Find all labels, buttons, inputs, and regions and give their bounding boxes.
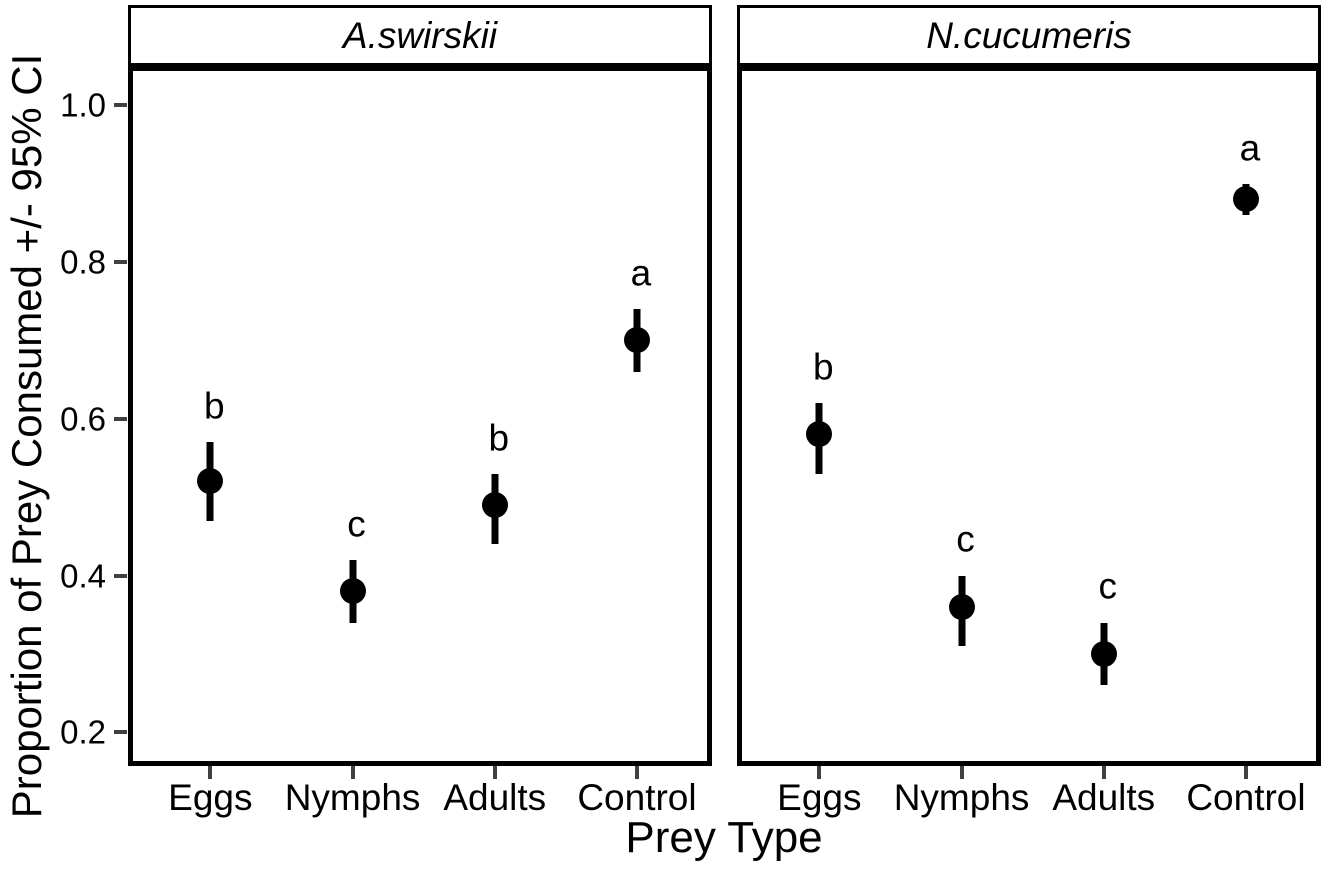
data-point [623, 327, 650, 354]
x-tick-label: Control [577, 777, 697, 818]
sig-letter: b [488, 417, 510, 459]
y-tick-mark [114, 416, 127, 421]
x-tick-label: Adults [443, 777, 547, 818]
x-tick-mark [1243, 766, 1248, 779]
data-point [948, 593, 975, 620]
x-tick-mark [492, 766, 497, 779]
x-tick-mark [350, 766, 355, 779]
data-point [197, 468, 224, 495]
x-tick-label: Eggs [777, 777, 862, 818]
y-axis-title: Proportion of Prey Consumed +/- 95% CI [3, 53, 50, 819]
facet-strip: A.swirskii [128, 5, 712, 66]
data-point [1232, 186, 1259, 213]
plot-panel [128, 66, 712, 766]
x-tick-mark [959, 766, 964, 779]
x-tick-label: Eggs [168, 777, 253, 818]
sig-letter: c [1098, 565, 1118, 607]
y-tick-mark [114, 259, 127, 264]
sig-letter: a [630, 252, 652, 294]
data-point [481, 491, 508, 518]
facet-label: N.cucumeris [926, 14, 1132, 56]
sig-letter: b [813, 346, 834, 388]
x-tick-label: Nymphs [893, 777, 1030, 818]
sig-letter: c [347, 503, 366, 545]
x-tick-label: Control [1186, 777, 1306, 818]
y-tick-label: 0.2 [60, 713, 106, 751]
plot-panel [737, 66, 1321, 766]
sig-letter: a [1239, 127, 1261, 169]
data-point [339, 578, 366, 605]
y-tick-mark [114, 730, 127, 735]
y-tick-label: 0.8 [60, 243, 106, 281]
y-tick-mark [114, 103, 127, 108]
y-tick-mark [114, 573, 127, 578]
data-point [1090, 640, 1117, 667]
facet-strip: N.cucumeris [737, 5, 1321, 66]
sig-letter: c [956, 518, 975, 560]
x-axis-title: Prey Type [625, 813, 823, 862]
sig-letter: b [204, 385, 225, 427]
x-tick-label: Adults [1052, 777, 1156, 818]
x-tick-mark [208, 766, 213, 779]
facet-label: A.swirskii [342, 14, 498, 56]
x-tick-label: Nymphs [284, 777, 421, 818]
x-tick-mark [1101, 766, 1106, 779]
y-tick-label: 0.6 [60, 400, 106, 438]
data-point [806, 421, 833, 448]
y-tick-label: 1.0 [60, 86, 106, 124]
x-tick-mark [817, 766, 822, 779]
y-tick-label: 0.4 [60, 557, 106, 595]
x-tick-mark [634, 766, 639, 779]
